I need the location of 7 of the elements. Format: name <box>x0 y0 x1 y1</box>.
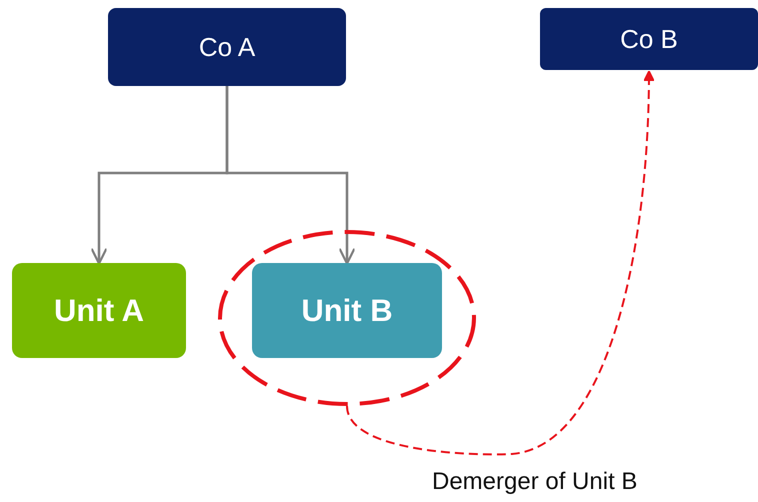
unit-box: Unit A <box>12 263 186 358</box>
unit-box: Unit B <box>252 263 442 358</box>
company-box: Co A <box>108 8 346 86</box>
arrow <box>226 86 356 265</box>
dashed-arrow <box>346 70 655 456</box>
highlight-ellipse <box>218 230 476 406</box>
company-box: Co B <box>540 8 758 70</box>
